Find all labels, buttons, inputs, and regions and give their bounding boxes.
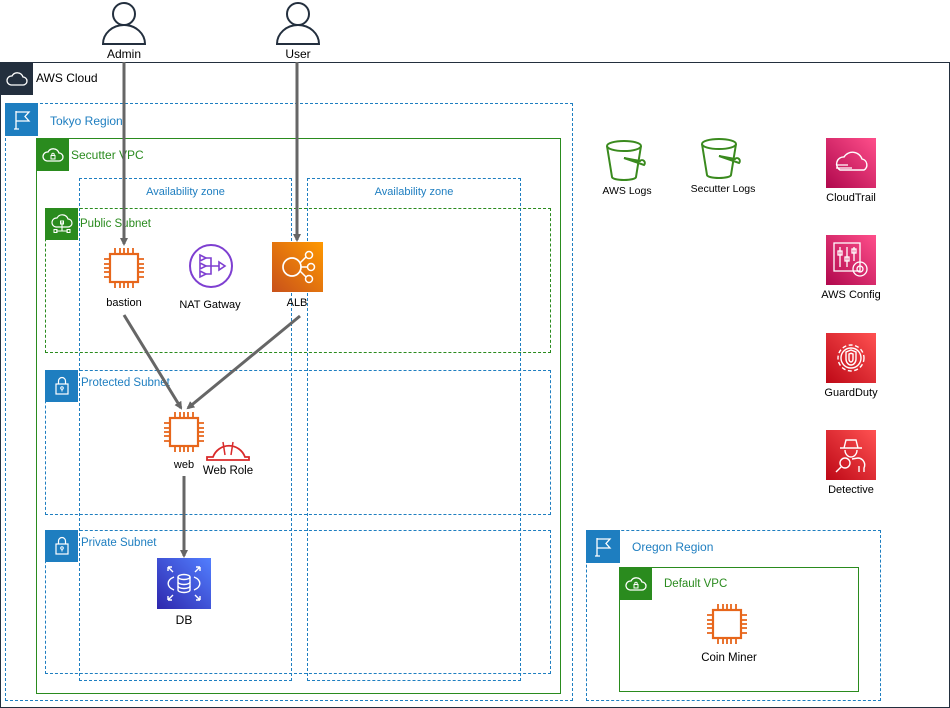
protected-subnet-label: Protected Subnet — [81, 377, 170, 389]
guardduty-icon — [837, 344, 865, 372]
public-subnet-label: Public Subnet — [80, 218, 151, 230]
web-role-label: Web Role — [202, 465, 254, 477]
ec2-instance-icon — [707, 604, 747, 644]
db-node[interactable] — [157, 558, 211, 609]
availability-zone-1-label: Availability zone — [146, 186, 225, 198]
oregon-region-group — [586, 530, 881, 701]
aws-logs-bucket[interactable] — [604, 137, 650, 183]
detective-service[interactable] — [826, 430, 876, 480]
person-icon — [275, 2, 321, 45]
db-label: DB — [175, 613, 193, 627]
tokyo-region-label: Tokyo Region — [50, 114, 123, 128]
guardduty-service[interactable] — [826, 333, 876, 383]
public-subnet-icon — [45, 208, 78, 240]
aws-cloud-icon — [0, 62, 33, 95]
aws-cloud-label: AWS Cloud — [36, 71, 98, 85]
web-label: web — [173, 459, 195, 471]
secutter-logs-bucket[interactable] — [699, 135, 745, 181]
bastion-label: bastion — [106, 297, 142, 309]
nat-gateway-node[interactable] — [187, 242, 235, 290]
vpc-cloud-lock-icon — [36, 138, 69, 171]
cloudtrail-service[interactable] — [826, 138, 876, 188]
admin-label: Admin — [106, 47, 142, 61]
load-balancer-icon — [282, 250, 316, 284]
guardduty-label: GuardDuty — [824, 387, 878, 399]
coin-miner-node[interactable] — [705, 602, 749, 646]
private-subnet-lock-icon — [45, 530, 78, 562]
s3-bucket-icon — [701, 138, 741, 179]
cloudtrail-icon — [835, 151, 868, 171]
secutter-logs-label: Secutter Logs — [690, 183, 756, 195]
ec2-instance-icon — [104, 248, 144, 288]
nat-gateway-label: NAT Gatway — [179, 299, 241, 311]
bastion-node[interactable] — [102, 246, 146, 290]
coin-miner-label: Coin Miner — [701, 652, 757, 664]
tokyo-region-group — [5, 103, 573, 701]
iam-role-helmet-icon — [206, 441, 250, 461]
rds-database-icon — [167, 566, 201, 601]
nat-gateway-icon — [189, 244, 233, 288]
private-subnet-group — [45, 530, 551, 674]
secutter-vpc-group — [36, 138, 561, 694]
cloudtrail-label: CloudTrail — [826, 192, 876, 204]
detective-label: Detective — [828, 484, 874, 496]
aws-config-service[interactable] — [826, 235, 876, 285]
user-label: User — [285, 47, 311, 61]
config-icon — [833, 242, 868, 277]
availability-zone-2-label: Availability zone — [374, 186, 454, 198]
admin-actor[interactable] — [100, 0, 148, 46]
default-vpc-group — [619, 567, 859, 692]
availability-zone-2 — [307, 178, 521, 681]
aws-config-label: AWS Config — [821, 289, 881, 301]
s3-bucket-icon — [606, 140, 646, 181]
web-node[interactable] — [162, 410, 206, 454]
oregon-region-label: Oregon Region — [632, 540, 714, 554]
aws-logs-label: AWS Logs — [602, 185, 652, 197]
default-vpc-cloud-lock-icon — [619, 567, 652, 600]
user-actor[interactable] — [274, 0, 322, 46]
availability-zone-1 — [79, 178, 292, 681]
person-icon — [101, 2, 147, 45]
detective-icon — [835, 439, 866, 473]
private-subnet-label: Private Subnet — [81, 537, 157, 549]
protected-subnet-group — [45, 370, 551, 515]
oregon-region-flag-icon — [586, 530, 620, 563]
alb-node[interactable] — [272, 242, 323, 292]
ec2-instance-icon — [164, 412, 204, 452]
protected-subnet-lock-icon — [45, 370, 78, 402]
secutter-vpc-label: Secutter VPC — [71, 148, 144, 162]
alb-label: ALB — [286, 297, 308, 309]
web-role-node[interactable] — [205, 436, 251, 464]
default-vpc-label: Default VPC — [664, 578, 728, 590]
region-flag-icon — [5, 103, 38, 136]
